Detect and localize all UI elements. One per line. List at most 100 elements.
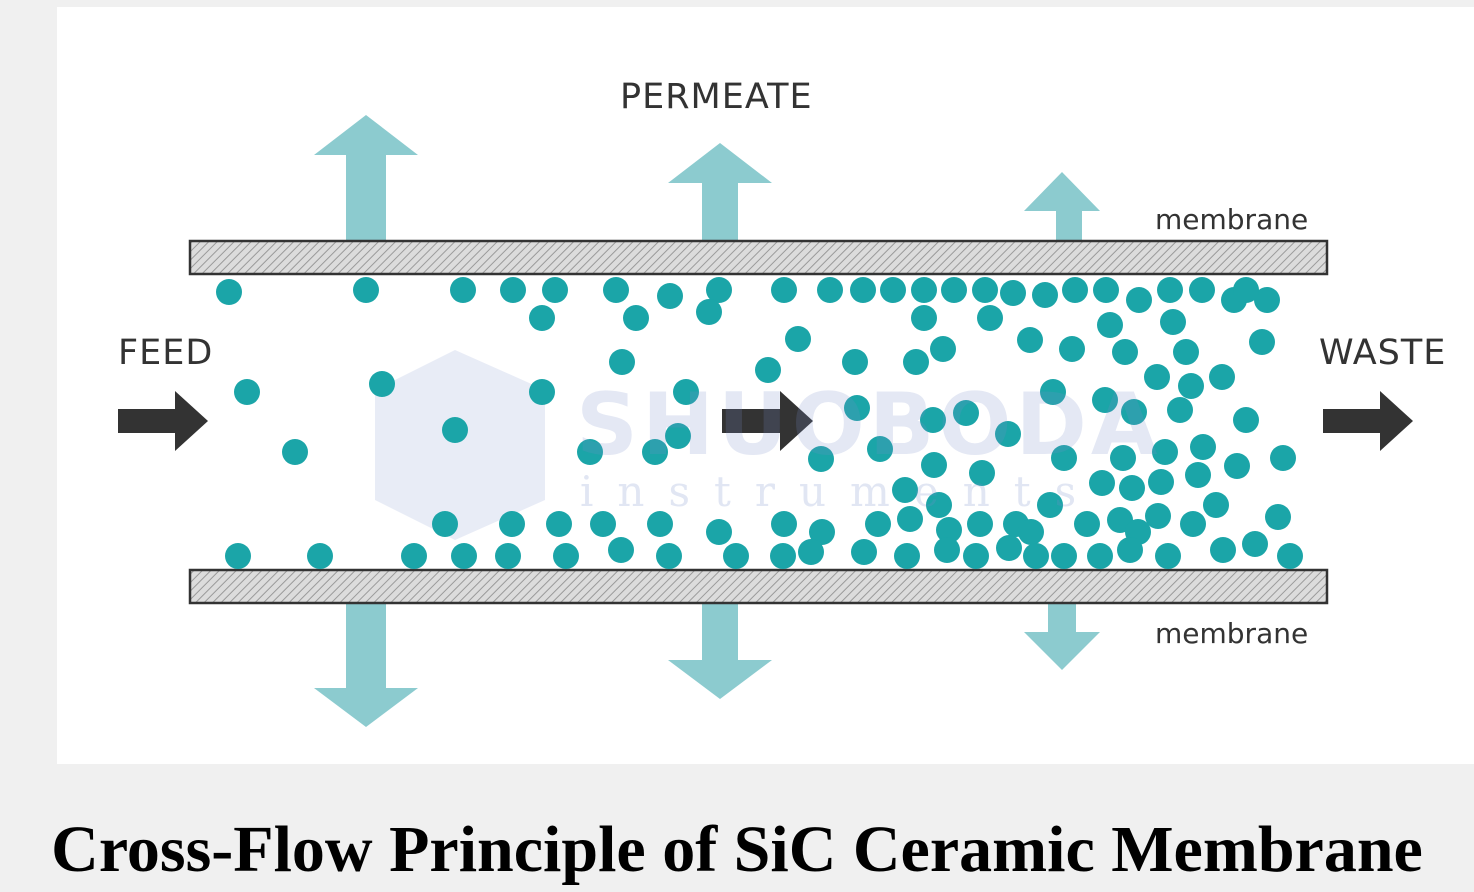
particle-dot-icon [911, 305, 937, 331]
particle-dot-icon [1145, 503, 1171, 529]
particle-dot-icon [1093, 277, 1119, 303]
particle-dot-icon [451, 543, 477, 569]
feed-label: FEED [118, 333, 214, 373]
waste-label: WASTE [1319, 333, 1447, 373]
particle-dot-icon [546, 511, 572, 537]
arrow-down-icon [1024, 602, 1100, 670]
particle-dot-icon [930, 336, 956, 362]
particle-dot-icon [369, 371, 395, 397]
particle-dot-icon [850, 277, 876, 303]
particle-dot-icon [1097, 312, 1123, 338]
particle-dot-icon [1059, 336, 1085, 362]
particle-dot-icon [1189, 277, 1215, 303]
particle-dot-icon [1092, 387, 1118, 413]
particle-dot-icon [225, 543, 251, 569]
arrow-down-icon [314, 602, 418, 727]
permeate-label: PERMEATE [620, 77, 813, 117]
particle-dot-icon [1180, 511, 1206, 537]
particle-dot-icon [977, 305, 1003, 331]
particle-dot-icon [1209, 364, 1235, 390]
arrow-up-icon [1024, 172, 1100, 240]
particle-dot-icon [969, 460, 995, 486]
particle-dot-icon [442, 417, 468, 443]
particle-dot-icon [1089, 470, 1115, 496]
particle-dot-icon [1224, 453, 1250, 479]
particle-dot-icon [1152, 439, 1178, 465]
particle-dot-icon [657, 283, 683, 309]
particle-dot-icon [529, 379, 555, 405]
figure-caption: Cross-Flow Principle of SiC Ceramic Memb… [51, 813, 1423, 886]
particle-dot-icon [880, 277, 906, 303]
particle-dot-icon [590, 511, 616, 537]
arrow-up-icon [668, 143, 772, 240]
watermark-sub: instruments [580, 467, 1101, 516]
particle-dot-icon [1265, 504, 1291, 530]
particle-dot-icon [934, 537, 960, 563]
particle-dot-icon [897, 506, 923, 532]
particle-dot-icon [1051, 543, 1077, 569]
particle-dot-icon [1018, 519, 1044, 545]
particle-dot-icon [1157, 277, 1183, 303]
particle-dot-icon [1051, 445, 1077, 471]
arrow-right-icon [118, 391, 208, 451]
particle-dot-icon [665, 423, 691, 449]
arrow-down-icon [668, 602, 772, 699]
particle-dot-icon [941, 277, 967, 303]
particle-dot-icon [706, 519, 732, 545]
particle-dot-icon [770, 543, 796, 569]
particle-dot-icon [603, 277, 629, 303]
particle-dot-icon [936, 517, 962, 543]
particle-dot-icon [577, 439, 603, 465]
particle-dot-icon [495, 543, 521, 569]
particle-dot-icon [798, 539, 824, 565]
permeate-arrows-top [314, 115, 1100, 240]
particle-dot-icon [673, 379, 699, 405]
particle-dot-icon [808, 446, 834, 472]
flow-arrows [118, 391, 1413, 451]
particle-dot-icon [903, 349, 929, 375]
particle-dot-icon [656, 543, 682, 569]
particle-dot-icon [1190, 434, 1216, 460]
membrane-bottom-label: membrane [1155, 617, 1309, 650]
particle-dot-icon [1040, 379, 1066, 405]
particle-dot-icon [723, 543, 749, 569]
arrow-up-icon [314, 115, 418, 240]
particle-dot-icon [1233, 277, 1259, 303]
particle-dot-icon [353, 277, 379, 303]
particle-dot-icon [1119, 475, 1145, 501]
particle-dot-icon [542, 277, 568, 303]
particle-dot-icon [1074, 511, 1100, 537]
particle-dot-icon [1173, 339, 1199, 365]
particle-dot-icon [1087, 543, 1113, 569]
particle-dot-icon [755, 357, 781, 383]
particle-dot-icon [842, 349, 868, 375]
arrow-right-icon [722, 391, 813, 451]
particle-dot-icon [926, 492, 952, 518]
membrane-bottom [188, 568, 1329, 605]
particle-dot-icon [865, 511, 891, 537]
particle-dot-icon [642, 439, 668, 465]
particle-dot-icon [1242, 531, 1268, 557]
particle-dot-icon [553, 543, 579, 569]
particle-dot-icon [1233, 407, 1259, 433]
particle-dot-icon [1254, 287, 1280, 313]
permeate-arrows-bottom [314, 602, 1100, 727]
particle-dot-icon [1155, 543, 1181, 569]
membrane-top [188, 239, 1329, 276]
cross-flow-diagram [118, 115, 1413, 727]
particle-dot-icon [967, 511, 993, 537]
particle-dot-icon [1185, 462, 1211, 488]
particle-dot-icon [609, 349, 635, 375]
particle-dot-icon [1121, 399, 1147, 425]
particle-dot-icon [1148, 469, 1174, 495]
particle-dot-icon [1126, 287, 1152, 313]
particle-dot-icon [282, 439, 308, 465]
diagram-panel: PERMEATE FEED WASTE membrane membrane SH… [57, 7, 1474, 764]
particle-dot-icon [844, 395, 870, 421]
particle-dot-icon [867, 436, 893, 462]
particle-dot-icon [499, 511, 525, 537]
particle-dot-icon [1144, 364, 1170, 390]
particle-dot-icon [851, 539, 877, 565]
particle-dot-icon [1167, 397, 1193, 423]
particle-dot-icon [1017, 327, 1043, 353]
